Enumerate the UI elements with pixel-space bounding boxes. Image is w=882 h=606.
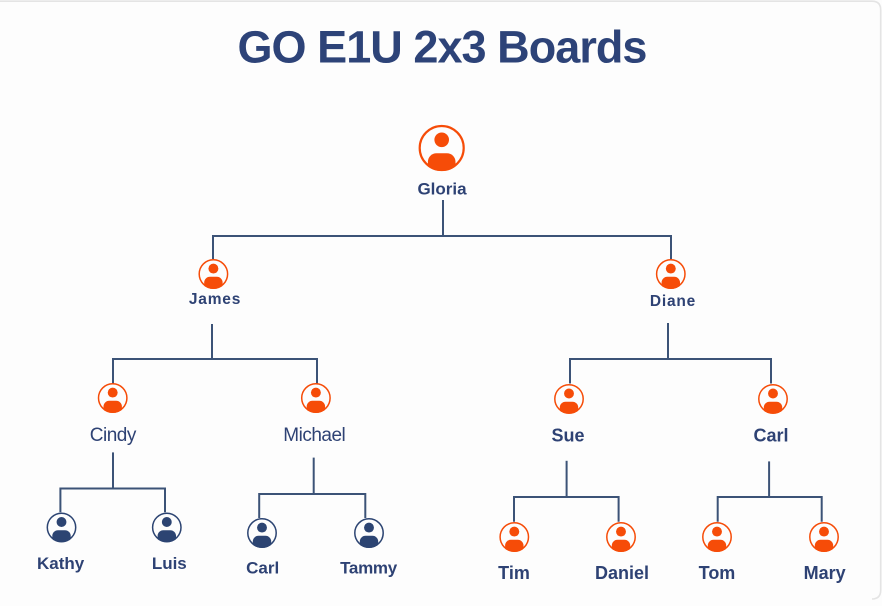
svg-text:Tim: Tim	[498, 563, 530, 583]
svg-text:GO E1U 2x3 Boards: GO E1U 2x3 Boards	[237, 22, 646, 73]
svg-text:Carl: Carl	[246, 559, 279, 578]
svg-text:Luis: Luis	[152, 554, 187, 573]
svg-text:Tammy: Tammy	[340, 559, 398, 578]
svg-text:James: James	[189, 291, 241, 308]
svg-text:Kathy: Kathy	[37, 554, 85, 573]
svg-text:Tom: Tom	[699, 563, 736, 583]
svg-text:Mary: Mary	[804, 563, 846, 583]
svg-text:Diane: Diane	[650, 293, 696, 310]
svg-text:Daniel: Daniel	[595, 563, 649, 583]
svg-text:Sue: Sue	[551, 425, 584, 445]
svg-text:Gloria: Gloria	[417, 180, 467, 199]
svg-text:Michael: Michael	[283, 425, 345, 446]
svg-text:Carl: Carl	[753, 425, 788, 445]
svg-text:Cindy: Cindy	[90, 425, 137, 446]
